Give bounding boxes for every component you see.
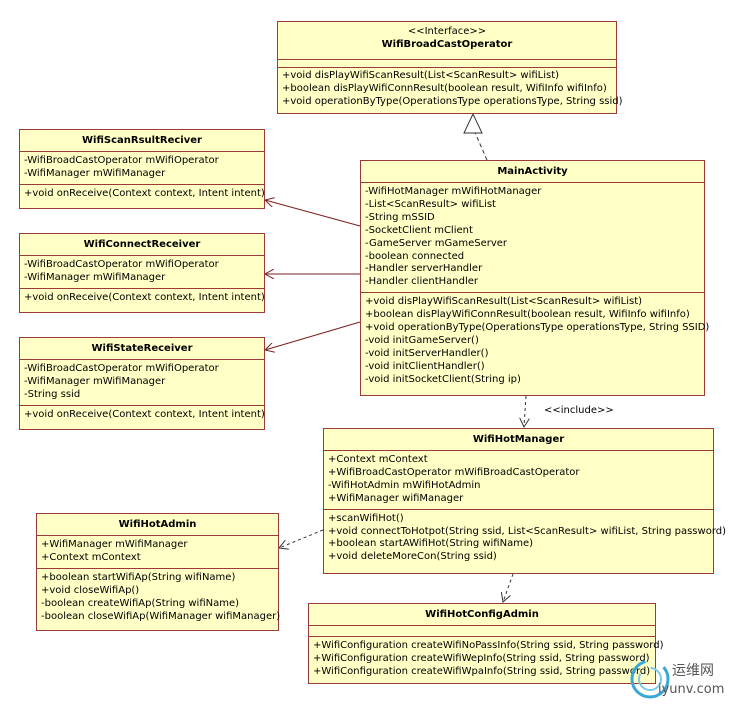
class-name: WifiConnectReceiver xyxy=(83,239,201,250)
class-name: WifiHotAdmin xyxy=(118,519,197,530)
operation: +void disPlayWifiScanResult(List<ScanRes… xyxy=(365,296,643,308)
class-wifi-connect-receiver: WifiConnectReceiver -WifiBroadCastOperat… xyxy=(19,233,265,313)
operation: +void deleteMoreCon(String ssid) xyxy=(328,551,497,563)
class-main-activity: MainActivity -WifiHotManager mWifiHotMan… xyxy=(360,160,710,396)
attribute: -WifiHotManager mWifiHotManager xyxy=(365,186,542,197)
attribute: -WifiHotAdmin mWifiHotAdmin xyxy=(328,479,481,491)
class-header: WifiStateReceiver xyxy=(20,338,264,360)
attribute: +Context mContext xyxy=(328,454,428,465)
attributes-section: +WifiManager mWifiManager +Context mCont… xyxy=(37,536,278,569)
attributes-section: +Context mContext +WifiBroadCastOperator… xyxy=(324,451,713,510)
operations-section: +WifiConfiguration createWifiNoPassInfo(… xyxy=(309,637,664,682)
class-stereotype: <<Interface>> xyxy=(407,26,487,37)
operation: +boolean startWifiAp(String wifiName) xyxy=(41,571,236,583)
watermark-text-cn: 运维网 xyxy=(672,663,714,679)
class-name: WifiHotConfigAdmin xyxy=(425,609,539,620)
class-header: WifiHotConfigAdmin xyxy=(309,604,655,626)
operation: +void disPlayWifiScanResult(List<ScanRes… xyxy=(282,70,560,81)
attributes-section: -WifiHotManager mWifiHotManager -List<Sc… xyxy=(361,183,704,294)
attribute: -WifiBroadCastOperator mWifiOperator xyxy=(24,155,219,166)
attribute: -List<ScanResult> wifiList xyxy=(365,198,496,210)
operation: +void onReceive(Context context, Intent … xyxy=(24,408,265,420)
operation: -void initGameServer() xyxy=(365,334,479,346)
attributes-section xyxy=(278,60,616,68)
attribute: -WifiBroadCastOperator mWifiOperator xyxy=(24,259,219,270)
class-name: WifiHotManager xyxy=(472,434,565,445)
operation: +void closeWifiAp() xyxy=(41,584,140,596)
class-name: WifiScanRsultReciver xyxy=(82,135,202,146)
attribute: +WifiManager mWifiManager xyxy=(41,539,188,550)
operation: +void onReceive(Context context, Intent … xyxy=(24,291,265,303)
attribute: -SocketClient mClient xyxy=(365,224,473,236)
attribute: -GameServer mGameServer xyxy=(365,237,508,249)
class-name: MainActivity xyxy=(497,166,568,177)
class-wifi-hot-manager: WifiHotManager +Context mContext +WifiBr… xyxy=(323,428,727,574)
operation: +WifiConfiguration createWifiWpaInfo(Str… xyxy=(313,665,651,677)
dep-config-admin xyxy=(503,573,514,602)
attribute: +WifiManager wifiManager xyxy=(328,492,464,504)
attributes-section xyxy=(309,626,655,637)
class-wifi-hot-config-admin: WifiHotConfigAdmin +WifiConfiguration cr… xyxy=(308,603,664,684)
operation: -boolean closeWifiAp(WifiManager wifiMan… xyxy=(41,610,281,622)
operation: +boolean startAWifiHot(String wifiName) xyxy=(328,538,534,550)
operations-section: +void onReceive(Context context, Intent … xyxy=(20,406,265,425)
class-header: WifiConnectReceiver xyxy=(20,234,264,256)
realization-triangle xyxy=(463,112,483,134)
operations-section: +void onReceive(Context context, Intent … xyxy=(20,289,265,308)
operation: +void operationByType(OperationsType ope… xyxy=(282,95,623,107)
operation: -boolean createWifiAp(String wifiName) xyxy=(41,597,240,609)
class-header: WifiScanRsultReciver xyxy=(20,130,264,152)
attribute: -WifiManager mWifiManager xyxy=(24,167,166,179)
operation: +WifiConfiguration createWifiWepInfo(Str… xyxy=(313,652,650,664)
operations-section: +boolean startWifiAp(String wifiName) +v… xyxy=(37,569,281,627)
operation: +scanWifiHot() xyxy=(328,512,404,524)
dep-hot-admin xyxy=(279,529,324,548)
attributes-section: -WifiBroadCastOperator mWifiOperator -Wi… xyxy=(20,256,264,289)
class-name: WifiBroadCastOperator xyxy=(381,39,513,50)
operation: +void operationByType(OperationsType ope… xyxy=(365,322,710,334)
include-label: <<include>> xyxy=(544,405,614,416)
operation: +void connectToHotpot(String ssid, List<… xyxy=(328,525,727,537)
watermark-logo: 运维网 iyunv.com xyxy=(628,656,732,702)
operation: +boolean disPlayWifiConnResult(boolean r… xyxy=(282,82,607,94)
operation: +WifiConfiguration createWifiNoPassInfo(… xyxy=(313,640,664,651)
assoc-state-receiver xyxy=(265,321,361,350)
operations-section: +void disPlayWifiScanResult(List<ScanRes… xyxy=(361,293,710,389)
watermark-text-en: iyunv.com xyxy=(658,682,725,697)
class-name: WifiStateReceiver xyxy=(91,343,193,354)
operation: -void initServerHandler() xyxy=(365,347,489,359)
attribute: -Handler clientHandler xyxy=(365,276,479,288)
class-header: WifiHotManager xyxy=(324,429,713,451)
class-header: WifiHotAdmin xyxy=(37,514,278,536)
assoc-scan-receiver xyxy=(265,200,361,227)
attribute: -Handler serverHandler xyxy=(365,263,483,275)
attribute: +WifiBroadCastOperator mWifiBroadCastOpe… xyxy=(328,466,580,478)
attribute: -boolean connected xyxy=(365,250,465,262)
attribute: -String mSSID xyxy=(365,211,435,223)
operations-section: +scanWifiHot() +void connectToHotpot(Str… xyxy=(324,510,727,568)
attribute: +Context mContext xyxy=(41,551,141,563)
watermark-ring-icon xyxy=(630,659,670,699)
class-wifi-scan-rsult-reciver: WifiScanRsultReciver -WifiBroadCastOpera… xyxy=(19,129,265,209)
class-wifi-hot-admin: WifiHotAdmin +WifiManager mWifiManager +… xyxy=(36,513,281,631)
attribute: -WifiBroadCastOperator mWifiOperator xyxy=(24,363,219,374)
attribute: -String ssid xyxy=(24,388,81,400)
include-line xyxy=(524,395,526,427)
operation: +void onReceive(Context context, Intent … xyxy=(24,187,265,199)
attribute: -WifiManager mWifiManager xyxy=(24,375,166,387)
class-wifi-state-receiver: WifiStateReceiver -WifiBroadCastOperator… xyxy=(19,337,265,430)
class-header: <<Interface>> WifiBroadCastOperator xyxy=(278,22,616,60)
operation: +boolean disPlayWifiConnResult(boolean r… xyxy=(365,309,690,321)
operation: -void initSocketClient(String ip) xyxy=(365,373,521,385)
class-wifi-broadcast-operator: <<Interface>> WifiBroadCastOperator +voi… xyxy=(277,21,623,114)
attribute: -WifiManager mWifiManager xyxy=(24,271,166,283)
operations-section: +void disPlayWifiScanResult(List<ScanRes… xyxy=(278,68,623,112)
class-header: MainActivity xyxy=(361,161,704,183)
operation: -void initClientHandler() xyxy=(365,360,485,372)
attributes-section: -WifiBroadCastOperator mWifiOperator -Wi… xyxy=(20,360,264,406)
operations-section: +void onReceive(Context context, Intent … xyxy=(20,185,265,204)
attributes-section: -WifiBroadCastOperator mWifiOperator -Wi… xyxy=(20,152,264,185)
